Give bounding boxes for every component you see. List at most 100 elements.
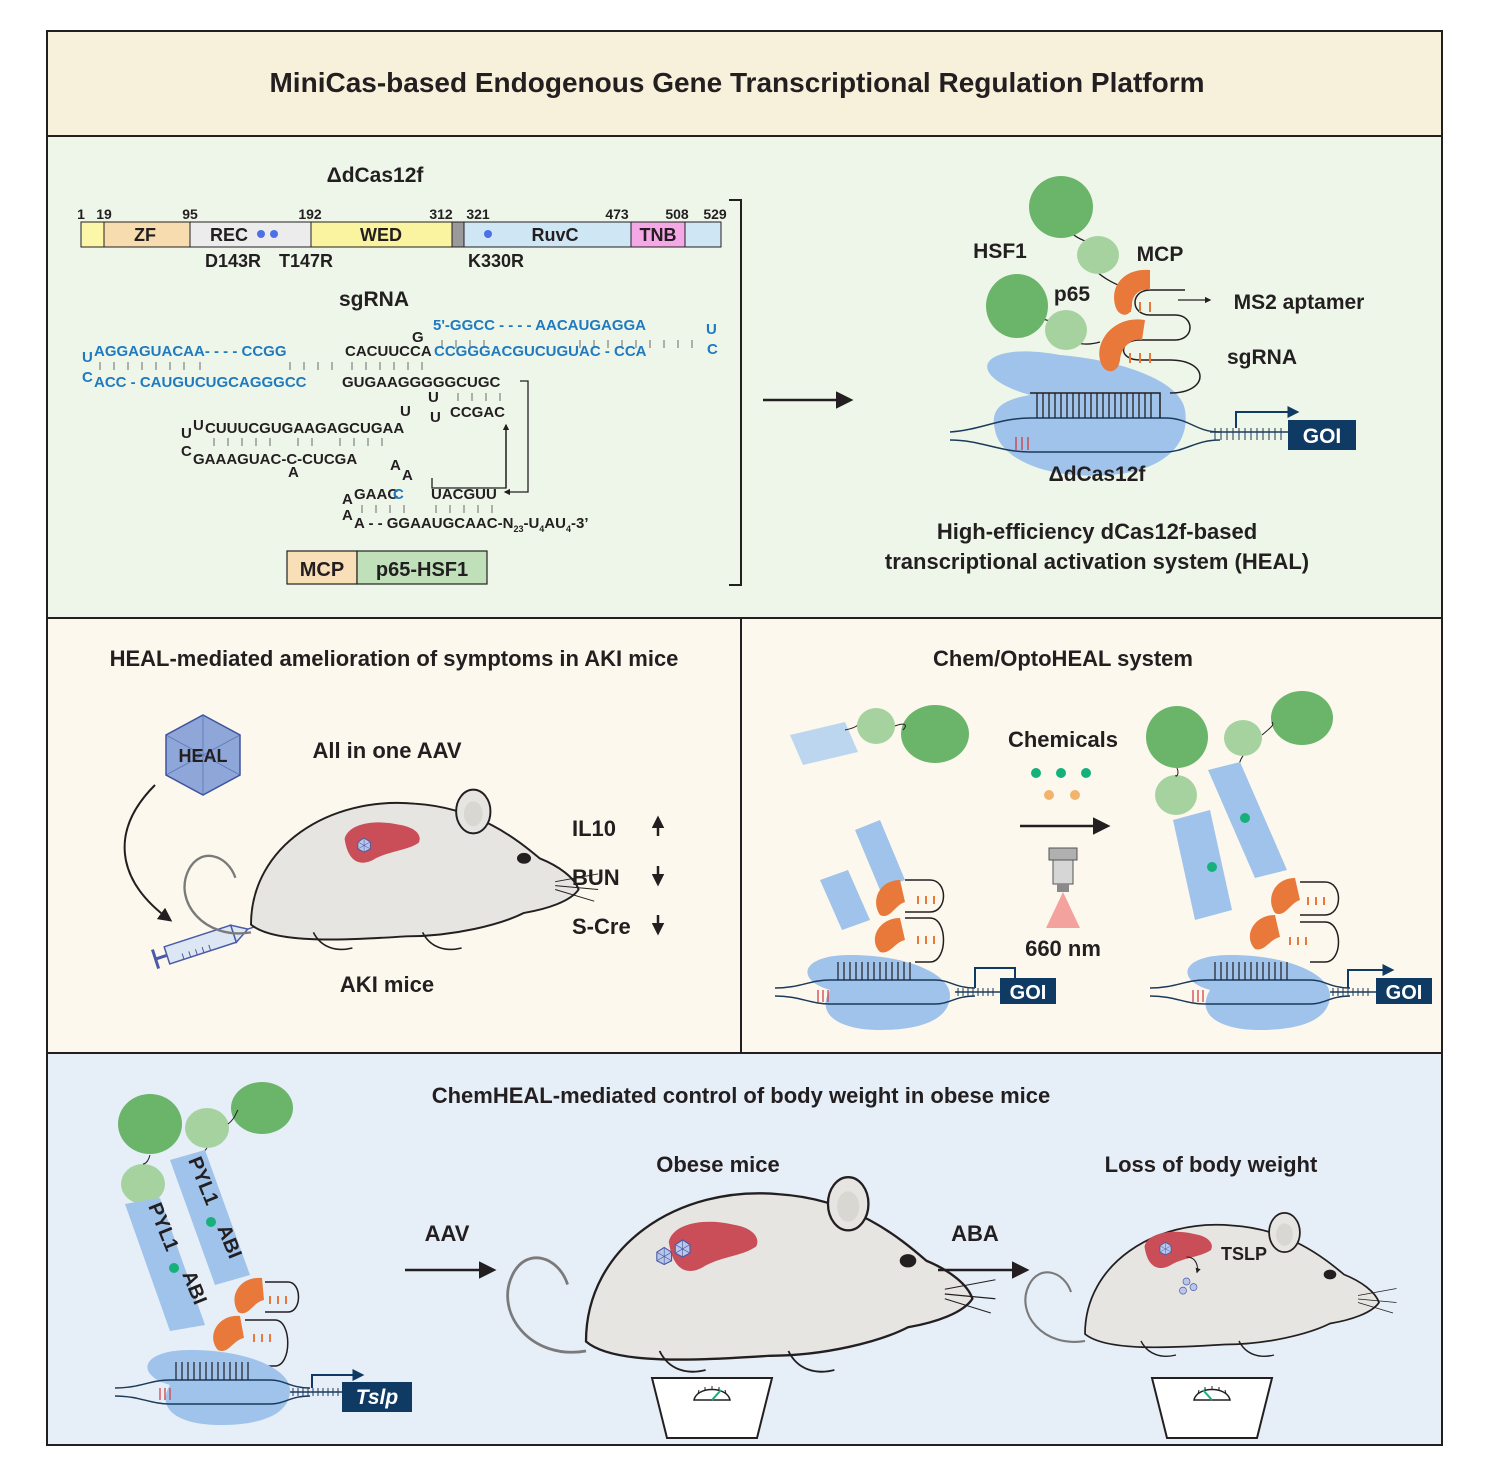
svg-text:U: U (430, 409, 441, 426)
obese-panel-title: ChemHEAL-mediated control of body weight… (432, 1083, 1051, 1108)
domain-ruvc: RuvC (531, 225, 578, 245)
fusion-box: MCP p65-HSF1 (286, 550, 488, 585)
svg-text:CUUUCGUGAAGAGCUGAA: CUUUCGUGAAGAGCUGAA (205, 420, 404, 437)
weight-scale-icon (651, 1377, 773, 1439)
marker-bun: BUN (572, 865, 620, 890)
svg-text:A: A (390, 457, 401, 474)
svg-text:529: 529 (703, 206, 727, 222)
dcas12f-title: ΔdCas12f (327, 164, 425, 187)
heal-panel (46, 135, 1443, 619)
p65-label: p65 (1054, 283, 1091, 306)
dcas12f-label: ΔdCas12f (1049, 463, 1147, 486)
weight-scale-icon (1151, 1377, 1273, 1439)
light-source-icon (1046, 847, 1080, 928)
aav-step-label: AAV (425, 1221, 470, 1246)
sgrna-sequence: 5'-GGCC - - - - AACAUGAGGA U G U AGGAGUA… (82, 317, 718, 534)
svg-text:A: A (342, 491, 353, 508)
domain-rec: REC (210, 225, 248, 245)
title-panel (46, 30, 1443, 137)
heal-caption-line2: transcriptional activation system (HEAL) (885, 549, 1309, 574)
svg-text:G: G (412, 329, 424, 346)
svg-text:UACGUU: UACGUU (431, 486, 497, 503)
chemical-dots (1031, 768, 1091, 800)
aba-step-label: ABA (951, 1221, 999, 1246)
chemopto-panel-title: Chem/OptoHEAL system (933, 646, 1193, 671)
heal-virus-icon (165, 714, 241, 796)
obese-mice-label: Obese mice (656, 1152, 780, 1177)
svg-text:GUGAAGGGGGCUGC: GUGAAGGGGGCUGC (342, 374, 501, 391)
heal-complex (949, 176, 1356, 476)
svg-text:321: 321 (466, 206, 490, 222)
mutation-d143r: D143R (205, 251, 261, 271)
tslp-label: TSLP (1221, 1244, 1267, 1264)
sgrna-label: sgRNA (1227, 346, 1297, 369)
mutation-dot (257, 230, 265, 238)
active-complex (1146, 691, 1432, 1030)
goi-label: GOI (1303, 425, 1342, 448)
svg-text:A: A (288, 464, 299, 481)
svg-text:U: U (193, 417, 204, 434)
loss-weight-label: Loss of body weight (1105, 1152, 1318, 1177)
svg-text:5'-GGCC - - - - AACAUGAGGA: 5'-GGCC - - - - AACAUGAGGA (433, 317, 646, 334)
mcp-label: MCP (1137, 243, 1184, 266)
mutation-dot (484, 230, 492, 238)
tslp-gene-label: Tslp (356, 1386, 399, 1409)
svg-text:CCGAC: CCGAC (450, 404, 505, 421)
svg-text:U: U (428, 389, 439, 406)
bracket (729, 199, 742, 586)
svg-text:19: 19 (96, 206, 112, 222)
mutation-t147r: T147R (279, 251, 333, 271)
figure-title: MiniCas-based Endogenous Gene Transcript… (269, 67, 1204, 98)
svg-text:ACC - CAUGUCUGCAGGGCC: ACC - CAUGUCUGCAGGGCC (94, 374, 307, 391)
svg-text:U: U (82, 349, 93, 366)
svg-text:312: 312 (429, 206, 453, 222)
svg-text:A - - GGAAUGCAAC-N23-U4AU4-3’: A - - GGAAUGCAAC-N23-U4AU4-3’ (354, 515, 589, 534)
svg-text:C: C (181, 443, 192, 460)
svg-text:A: A (342, 507, 353, 524)
aav-label: All in one AAV (312, 738, 461, 763)
svg-text:CCGGGACGUCUGUAC - CCA: CCGGGACGUCUGUAC - CCA (434, 343, 647, 360)
lean-mouse-illustration (1024, 1211, 1398, 1358)
goi-left-label: GOI (1010, 982, 1047, 1004)
svg-text:p65-HSF1: p65-HSF1 (376, 559, 468, 581)
svg-text:A: A (402, 467, 413, 484)
light-label: 660 nm (1025, 936, 1101, 961)
svg-text:U: U (400, 403, 411, 420)
heal-virus-label: HEAL (179, 746, 228, 766)
sgrna-title: sgRNA (339, 288, 409, 311)
aki-panel-title: HEAL-mediated amelioration of symptoms i… (110, 646, 679, 671)
domain-tnb: TNB (640, 225, 677, 245)
svg-text:473: 473 (605, 206, 629, 222)
svg-text:1: 1 (77, 206, 85, 222)
svg-text:CACUUCCA: CACUUCCA (345, 343, 432, 360)
svg-text:GAAAGUAC-C-CUCGA: GAAAGUAC-C-CUCGA (193, 451, 357, 468)
hsf1-label: HSF1 (973, 240, 1027, 263)
domain-zf: ZF (134, 225, 156, 245)
svg-text:192: 192 (298, 206, 322, 222)
mutation-dot (270, 230, 278, 238)
aki-mice-label: AKI mice (340, 972, 434, 997)
domain-wed: WED (360, 225, 402, 245)
marker-il10: IL10 (572, 816, 616, 841)
injection-arrow (123, 784, 173, 922)
svg-text:C: C (707, 341, 718, 358)
goi-right-label: GOI (1386, 982, 1423, 1004)
svg-text:AGGAGUACAA- - - - CCGG: AGGAGUACAA- - - - CCGG (94, 343, 286, 360)
ms2-aptamer-label: MS2 aptamer (1234, 291, 1365, 314)
svg-text:U: U (181, 425, 192, 442)
svg-text:MCP: MCP (300, 559, 344, 581)
svg-text:U: U (706, 321, 717, 338)
position-labels: 1 19 95 192 312 321 473 508 529 (77, 206, 727, 222)
marker-s-cre: S-Cre (572, 914, 631, 939)
svg-text:508: 508 (665, 206, 689, 222)
domain-bar (80, 221, 722, 248)
svg-text:C: C (393, 486, 404, 503)
heal-caption-line1: High-efficiency dCas12f-based (937, 519, 1257, 544)
chemheal-complex (114, 1082, 412, 1425)
chemicals-label: Chemicals (1008, 727, 1118, 752)
mutation-k330r: K330R (468, 251, 524, 271)
svg-text:GAAC: GAAC (354, 486, 398, 503)
svg-text:95: 95 (182, 206, 198, 222)
svg-text:C: C (82, 369, 93, 386)
